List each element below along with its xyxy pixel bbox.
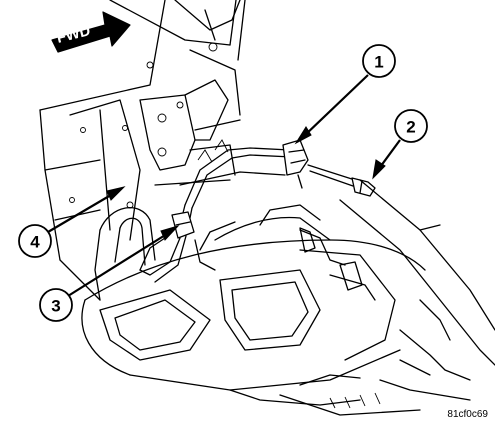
callout-number-3: 3: [51, 297, 60, 316]
callout-4: 4: [18, 186, 126, 258]
exhaust-pipes: [59, 207, 156, 301]
callout-1: 1: [294, 44, 396, 145]
callout-3: 3: [39, 225, 180, 322]
callout-number-1: 1: [374, 53, 383, 72]
callout-2: 2: [372, 109, 428, 180]
upper-structure: [109, 0, 246, 116]
callout-number-2: 2: [406, 118, 415, 137]
figure-code: 81cf0c69: [447, 409, 488, 420]
mounting-bracket: [139, 79, 241, 176]
right-side-rail: [299, 179, 495, 381]
downstream-sensor-connector: [139, 211, 195, 283]
callout-number-4: 4: [30, 233, 40, 252]
upstream-oxygen-sensor: [282, 139, 356, 189]
heat-shield: [81, 204, 426, 391]
forward-direction-arrow: FWD: [51, 11, 131, 53]
sensor-bolt: [351, 177, 376, 197]
lower-floor: [229, 359, 471, 416]
